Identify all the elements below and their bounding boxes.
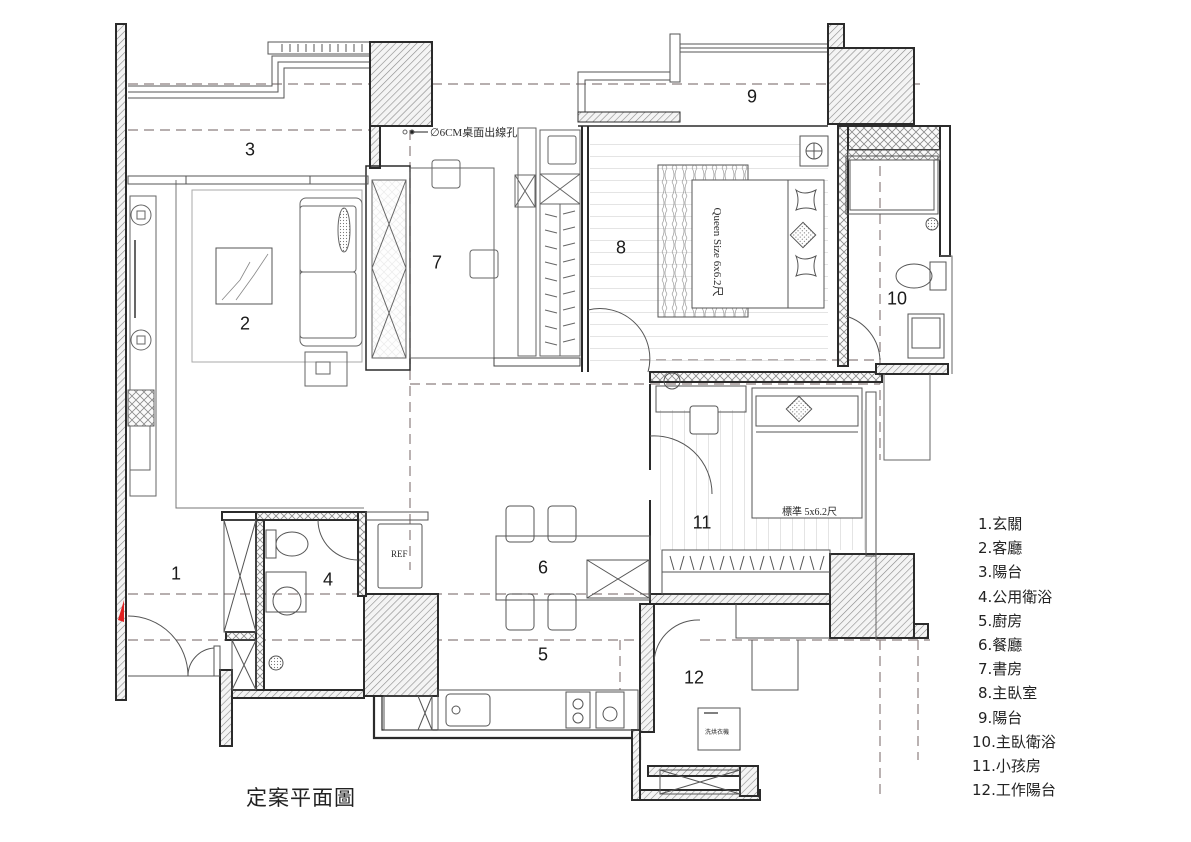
room-label-6: 6 <box>537 557 549 578</box>
fridge-label: REF <box>391 549 408 559</box>
legend-item: 8.主臥室 <box>978 684 1038 703</box>
legend-item: 4.公用衛浴 <box>978 587 1053 606</box>
master-bed-size-note: Queen Size 6x6.2尺 <box>711 207 723 297</box>
living-room-furniture <box>127 189 363 497</box>
room-label-9: 9 <box>746 86 758 107</box>
room-legend: 1.玄關 2.客廳 3.陽台 4.公用衛浴 5.廚房 6.餐廳 7.書房 8.主… <box>972 512 1056 802</box>
legend-item: 1.玄關 <box>978 515 1023 533</box>
room-label-4: 4 <box>322 569 334 590</box>
room-label-1: 1 <box>170 563 182 584</box>
kitchen-fixtures <box>383 689 639 731</box>
master-bedroom-furniture <box>657 135 829 318</box>
room-label-11: 11 <box>692 512 712 533</box>
legend-item: 12.工作陽台 <box>972 781 1056 800</box>
study-furniture <box>371 127 581 367</box>
master-bath-fixtures <box>845 149 947 361</box>
plan-title: 定案平面圖 <box>246 786 356 810</box>
room-label-8: 8 <box>615 237 627 258</box>
dining-furniture <box>365 505 651 631</box>
legend-item: 6.餐廳 <box>978 636 1023 655</box>
kids-bed-size-note: 標準 5x6.2尺 <box>782 507 837 518</box>
washer-label: 洗烘衣機 <box>705 730 730 736</box>
utility-balcony-fixtures <box>653 604 830 795</box>
desk-cable-hole-note: ∅6CM桌面出線孔 <box>430 127 518 139</box>
legend-item: 3.陽台 <box>978 563 1023 582</box>
room-label-7: 7 <box>431 252 443 273</box>
structural-columns <box>115 23 929 747</box>
legend-item: 10.主臥衛浴 <box>972 732 1056 751</box>
entrance-marker-icon <box>118 600 124 622</box>
kids-room-furniture <box>587 308 877 595</box>
legend-item: 2.客廳 <box>978 539 1023 558</box>
legend-item: 9.陽台 <box>978 708 1023 727</box>
balcony-3-railing <box>128 41 371 99</box>
room-label-2: 2 <box>239 313 251 334</box>
room-label-10: 10 <box>886 288 908 309</box>
room-label-3: 3 <box>244 139 256 160</box>
legend-item: 7.書房 <box>978 660 1023 679</box>
legend-item: 11.小孩房 <box>972 757 1041 776</box>
entrance-and-bath-4 <box>127 519 359 691</box>
balcony-3-sliding-door <box>127 175 369 185</box>
walls <box>175 125 951 801</box>
room-label-5: 5 <box>537 644 549 665</box>
room-label-12: 12 <box>683 667 705 688</box>
legend-item: 5.廚房 <box>978 611 1023 630</box>
balcony-9-railing <box>577 33 828 123</box>
exterior-window-lines <box>875 255 953 640</box>
